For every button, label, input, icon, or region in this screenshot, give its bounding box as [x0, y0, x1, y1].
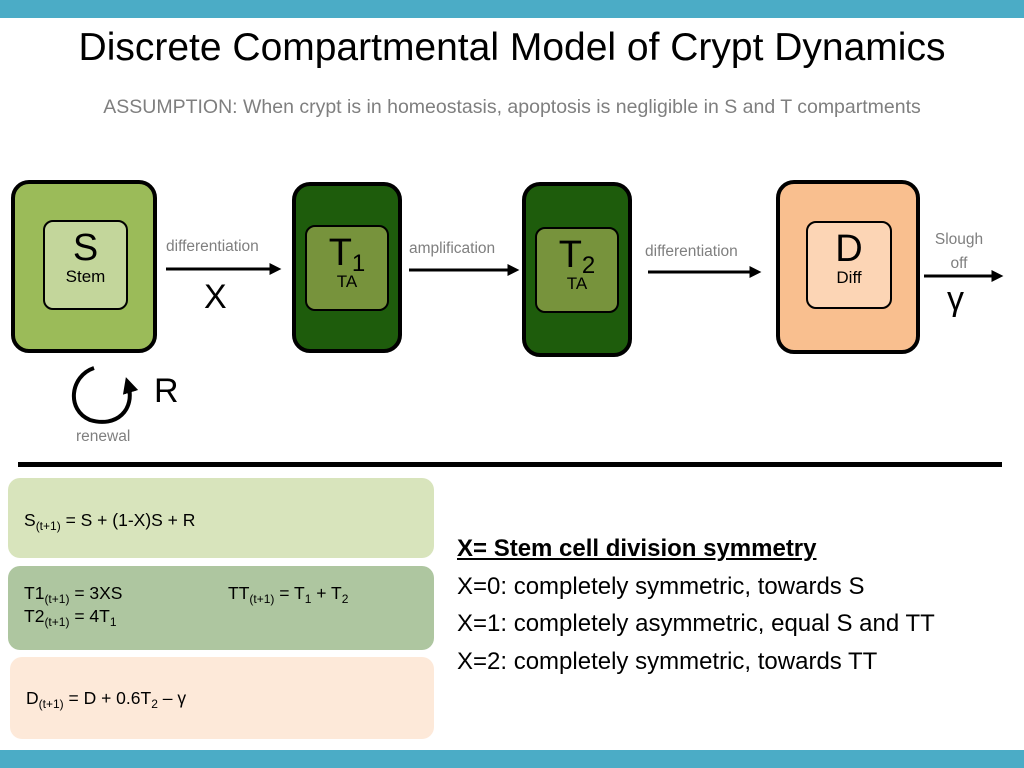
t1-name: TA: [336, 272, 358, 291]
slide-title: Discrete Compartmental Model of Crypt Dy…: [78, 26, 946, 69]
t2-symbol: T: [558, 234, 582, 276]
amplification-label: amplification: [409, 240, 496, 257]
section-divider: [18, 462, 1002, 467]
transit-equation-box: T1(t+1) = 3XS T2(t+1) = 4T1 TT(t+1) = T1…: [8, 566, 434, 650]
stem-name: Stem: [65, 267, 106, 286]
note-line-x2: X=2: completely symmetric, towards TT: [457, 647, 878, 675]
differentiation-label-1: differentiation: [166, 238, 259, 255]
gamma-symbol: γ: [947, 280, 964, 318]
notes-heading: X= Stem cell division symmetry: [457, 535, 817, 562]
r-symbol: R: [154, 372, 179, 410]
assumption-subtitle: ASSUMPTION: When crypt is in homeostasis…: [103, 96, 921, 118]
note-line-x1: X=1: completely asymmetric, equal S and …: [457, 610, 935, 637]
slough-off-label: Slough off: [924, 228, 994, 276]
symmetry-notes: X= Stem cell division symmetry X=0: comp…: [457, 530, 935, 680]
diff-equation-box: D(t+1) = D + 0.6T2 – γ: [10, 657, 434, 739]
diff-equation: D(t+1) = D + 0.6T2 – γ: [26, 688, 187, 711]
t2-name: TA: [566, 274, 588, 293]
stem-symbol: S: [72, 227, 99, 269]
diff-compartment-label: D Diff: [806, 221, 892, 309]
t1-equation: T1(t+1) = 3XS: [24, 583, 123, 606]
t1-compartment-label: T1 TA: [305, 225, 389, 311]
tt-equation: TT(t+1) = T1 + T2: [228, 583, 349, 606]
note-line-x0: X=0: completely symmetric, towards S: [457, 572, 865, 600]
t2-compartment-label: T2 TA: [535, 227, 619, 313]
top-accent-band: [0, 0, 1024, 18]
bottom-accent-band: [0, 750, 1024, 768]
diff-name: Diff: [836, 268, 862, 287]
stem-equation-box: S(t+1) = S + (1-X)S + R: [8, 478, 434, 558]
stem-compartment-label: S Stem: [43, 220, 128, 310]
renewal-label: renewal: [76, 428, 131, 445]
t2-equation: T2(t+1) = 4T1: [24, 606, 117, 629]
stem-equation: S(t+1) = S + (1-X)S + R: [24, 510, 196, 533]
t1-subscript: 1: [351, 250, 366, 277]
slough-label-line1: Slough: [934, 231, 984, 248]
renewal-loop-arrow: [72, 366, 139, 424]
diff-symbol: D: [835, 228, 863, 270]
differentiation-label-2: differentiation: [645, 243, 738, 260]
x-symbol: X: [204, 278, 227, 316]
t1-symbol: T: [328, 232, 352, 274]
t2-subscript: 2: [581, 252, 596, 279]
slough-label-line2: off: [950, 255, 968, 272]
